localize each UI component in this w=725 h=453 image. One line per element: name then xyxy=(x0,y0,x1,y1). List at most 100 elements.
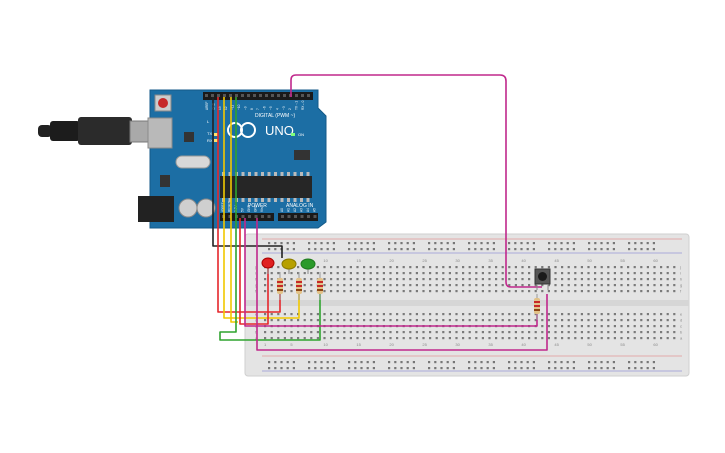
header-hole[interactable] xyxy=(253,94,256,97)
rail-hole[interactable] xyxy=(514,248,517,251)
rail-hole[interactable] xyxy=(606,361,609,364)
terminal-hole[interactable] xyxy=(580,331,583,334)
rail-hole[interactable] xyxy=(308,367,311,370)
terminal-hole[interactable] xyxy=(389,337,392,340)
rail-hole[interactable] xyxy=(514,242,517,245)
terminal-hole[interactable] xyxy=(429,290,432,293)
rail-hole[interactable] xyxy=(508,248,511,251)
terminal-hole[interactable] xyxy=(620,337,623,340)
rail-hole[interactable] xyxy=(400,242,403,245)
terminal-hole[interactable] xyxy=(660,313,663,316)
rail-hole[interactable] xyxy=(360,242,363,245)
header-hole[interactable] xyxy=(265,94,268,97)
terminal-hole[interactable] xyxy=(514,284,517,287)
rail-hole[interactable] xyxy=(634,367,637,370)
terminal-hole[interactable] xyxy=(435,290,438,293)
terminal-hole[interactable] xyxy=(666,290,669,293)
terminal-hole[interactable] xyxy=(660,272,663,275)
terminal-hole[interactable] xyxy=(435,278,438,281)
terminal-hole[interactable] xyxy=(270,331,273,334)
terminal-hole[interactable] xyxy=(528,331,531,334)
terminal-hole[interactable] xyxy=(640,319,643,322)
terminal-hole[interactable] xyxy=(607,290,610,293)
terminal-hole[interactable] xyxy=(521,319,524,322)
rail-hole[interactable] xyxy=(428,242,431,245)
terminal-hole[interactable] xyxy=(594,284,597,287)
terminal-hole[interactable] xyxy=(369,331,372,334)
terminal-hole[interactable] xyxy=(666,325,669,328)
rail-hole[interactable] xyxy=(360,361,363,364)
terminal-hole[interactable] xyxy=(508,331,511,334)
terminal-hole[interactable] xyxy=(323,313,326,316)
rail-hole[interactable] xyxy=(434,242,437,245)
rail-hole[interactable] xyxy=(452,248,455,251)
terminal-hole[interactable] xyxy=(534,313,537,316)
terminal-hole[interactable] xyxy=(409,337,412,340)
terminal-hole[interactable] xyxy=(409,266,412,269)
header-hole[interactable] xyxy=(281,215,284,218)
terminal-hole[interactable] xyxy=(442,337,445,340)
rail-hole[interactable] xyxy=(406,242,409,245)
rail-hole[interactable] xyxy=(486,367,489,370)
terminal-hole[interactable] xyxy=(567,313,570,316)
terminal-hole[interactable] xyxy=(402,266,405,269)
rail-hole[interactable] xyxy=(314,242,317,245)
terminal-hole[interactable] xyxy=(561,290,564,293)
terminal-hole[interactable] xyxy=(475,313,478,316)
terminal-hole[interactable] xyxy=(594,266,597,269)
rail-hole[interactable] xyxy=(320,361,323,364)
header-hole[interactable] xyxy=(223,94,226,97)
terminal-hole[interactable] xyxy=(607,325,610,328)
header-hole[interactable] xyxy=(241,94,244,97)
terminal-hole[interactable] xyxy=(567,284,570,287)
terminal-hole[interactable] xyxy=(587,325,590,328)
terminal-hole[interactable] xyxy=(468,266,471,269)
wire-black-gnd[interactable] xyxy=(212,97,283,258)
terminal-hole[interactable] xyxy=(363,266,366,269)
terminal-hole[interactable] xyxy=(462,337,465,340)
rail-hole[interactable] xyxy=(548,242,551,245)
terminal-hole[interactable] xyxy=(396,278,399,281)
terminal-hole[interactable] xyxy=(600,272,603,275)
terminal-hole[interactable] xyxy=(402,331,405,334)
terminal-hole[interactable] xyxy=(310,284,313,287)
resistor-1[interactable] xyxy=(277,272,283,300)
rail-hole[interactable] xyxy=(640,367,643,370)
terminal-hole[interactable] xyxy=(587,278,590,281)
terminal-hole[interactable] xyxy=(554,272,557,275)
rail-hole[interactable] xyxy=(606,242,609,245)
rail-hole[interactable] xyxy=(492,242,495,245)
terminal-hole[interactable] xyxy=(475,284,478,287)
terminal-hole[interactable] xyxy=(468,319,471,322)
terminal-hole[interactable] xyxy=(270,272,273,275)
terminal-hole[interactable] xyxy=(283,313,286,316)
terminal-hole[interactable] xyxy=(633,272,636,275)
rail-hole[interactable] xyxy=(594,361,597,364)
terminal-hole[interactable] xyxy=(547,319,550,322)
terminal-hole[interactable] xyxy=(369,272,372,275)
rail-hole[interactable] xyxy=(572,361,575,364)
header-hole[interactable] xyxy=(307,94,310,97)
rail-hole[interactable] xyxy=(400,248,403,251)
terminal-hole[interactable] xyxy=(297,266,300,269)
terminal-hole[interactable] xyxy=(343,290,346,293)
terminal-hole[interactable] xyxy=(640,290,643,293)
rail-hole[interactable] xyxy=(554,242,557,245)
rail-hole[interactable] xyxy=(566,248,569,251)
rail-hole[interactable] xyxy=(440,242,443,245)
terminal-hole[interactable] xyxy=(382,266,385,269)
terminal-hole[interactable] xyxy=(429,331,432,334)
terminal-hole[interactable] xyxy=(448,278,451,281)
terminal-hole[interactable] xyxy=(283,272,286,275)
terminal-hole[interactable] xyxy=(574,284,577,287)
terminal-hole[interactable] xyxy=(666,272,669,275)
terminal-hole[interactable] xyxy=(633,290,636,293)
rail-hole[interactable] xyxy=(388,242,391,245)
terminal-hole[interactable] xyxy=(402,272,405,275)
rail-hole[interactable] xyxy=(474,361,477,364)
terminal-hole[interactable] xyxy=(660,319,663,322)
terminal-hole[interactable] xyxy=(653,319,656,322)
terminal-hole[interactable] xyxy=(468,272,471,275)
rail-hole[interactable] xyxy=(412,367,415,370)
rail-hole[interactable] xyxy=(566,367,569,370)
